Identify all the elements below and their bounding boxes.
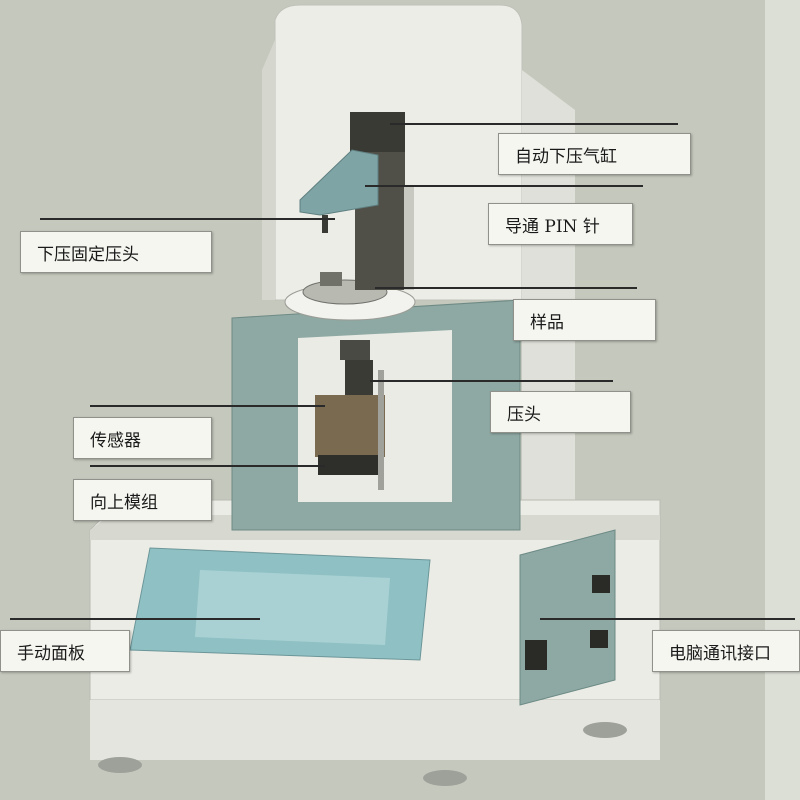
label-press-fixed-head: 下压固定压头 — [20, 231, 212, 273]
leader-press-fixed-head — [40, 218, 335, 220]
label-manual-panel: 手动面板 — [0, 630, 130, 672]
label-conduct-pin: 导通 PIN 针 — [488, 203, 633, 245]
label-sensor: 传感器 — [73, 417, 212, 459]
leader-sensor — [90, 405, 325, 407]
label-sample: 样品 — [513, 299, 656, 341]
label-upward-module: 向上模组 — [73, 479, 212, 521]
leader-manual-panel — [10, 618, 260, 620]
leader-press-head — [370, 380, 613, 382]
leader-sample — [375, 287, 637, 289]
leader-conduct-pin — [365, 185, 643, 187]
leader-auto-press-cylinder — [390, 123, 678, 125]
label-press-head: 压头 — [490, 391, 631, 433]
label-auto-press-cylinder: 自动下压气缸 — [498, 133, 691, 175]
leader-upward-module — [90, 465, 325, 467]
leader-pc-comm-port — [540, 618, 795, 620]
label-pc-comm-port: 电脑通讯接口 — [652, 630, 800, 672]
